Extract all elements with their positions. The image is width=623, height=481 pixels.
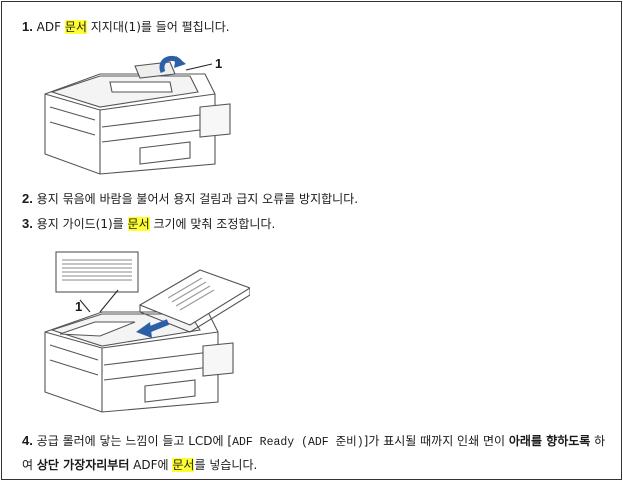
- step-text: 공급 롤러에 닿는 느낌이 들고 LCD에 [: [36, 434, 233, 448]
- step-number: 1.: [22, 19, 33, 34]
- step-text: ADF: [36, 20, 65, 34]
- bold-text: 상단 가장자리부터: [36, 458, 130, 472]
- callout-label-1: 1: [215, 56, 223, 71]
- lcd-message: ADF Ready (ADF 준비): [232, 436, 364, 449]
- step-text: 하여: [22, 434, 606, 472]
- step-number: 2.: [22, 191, 33, 206]
- step-number: 3.: [22, 216, 33, 231]
- step-2: 2. 용지 묶음에 바람을 불어서 용지 걸림과 급지 오류를 방지합니다.: [22, 191, 358, 207]
- highlight-term: 문서: [172, 458, 195, 472]
- printer-illustration-2: [44, 251, 250, 413]
- step-text: 크기에 맞춰 조정합니다.: [149, 217, 276, 231]
- step-text: 를 넣습니다.: [194, 458, 258, 472]
- step-3: 3. 용지 가이드(1)를 문서 크기에 맞춰 조정합니다.: [22, 216, 275, 232]
- highlight-term: 문서: [127, 217, 150, 231]
- bold-text: 아래를 향하도록: [508, 434, 591, 448]
- highlight-term: 문서: [64, 20, 87, 34]
- step-text: ADF에: [129, 458, 173, 472]
- step-text: 용지 묶음에 바람을 불어서 용지 걸림과 급지 오류를 방지합니다.: [36, 192, 359, 206]
- printer-illustration-1: [44, 55, 231, 175]
- step-text: 지지대(1)를 들어 펼칩니다.: [86, 20, 230, 34]
- callout-label-2: 1: [75, 299, 83, 314]
- step-4: 4. 공급 롤러에 닿는 느낌이 들고 LCD에 [ADF Ready (ADF…: [22, 430, 607, 476]
- step-text: ]가 표시될 때까지 인쇄 면이: [363, 434, 509, 448]
- step-1: 1. ADF 문서 지지대(1)를 들어 펼칩니다.: [22, 19, 230, 35]
- step-text: 용지 가이드(1)를: [36, 217, 128, 231]
- step-number: 4.: [22, 433, 33, 448]
